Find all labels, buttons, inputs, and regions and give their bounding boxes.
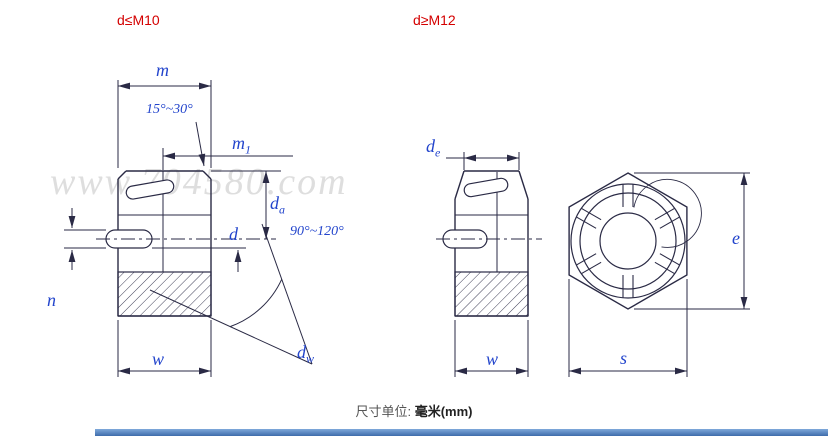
- dim-label-d: d: [229, 224, 238, 244]
- watermark: www.704580.com: [50, 161, 348, 203]
- dim-label-w-left: w: [152, 349, 165, 369]
- dim-label-n: n: [47, 290, 56, 310]
- dim-label-m: m: [156, 60, 169, 80]
- variant-label-small: d≤M10: [117, 12, 160, 28]
- dim-label-dw: dw: [297, 342, 315, 366]
- middle-view: [436, 170, 542, 317]
- unit-caption: 尺寸单位: 毫米(mm): [355, 404, 473, 419]
- castellation-slots: [575, 184, 681, 298]
- dim-label-de: de: [426, 136, 441, 160]
- dim-label-e: e: [732, 228, 740, 248]
- chamfer-angle-label: 15°~30°: [146, 102, 193, 117]
- dim-label-da: da: [270, 193, 285, 217]
- dim-label-m1: m1: [232, 133, 251, 157]
- hex-view-dimensions: [568, 172, 750, 377]
- bearing-angle-label: 90°~120°: [290, 224, 344, 239]
- hex-view: [568, 172, 702, 310]
- left-view: [96, 170, 276, 317]
- middle-view-dimensions: [446, 152, 529, 377]
- left-view-dimensions: [64, 80, 313, 377]
- bottom-bar: [95, 429, 828, 436]
- dim-label-s: s: [620, 348, 628, 368]
- dim-label-w-middle: w: [486, 349, 499, 369]
- variant-label-large: d≥M12: [413, 12, 456, 28]
